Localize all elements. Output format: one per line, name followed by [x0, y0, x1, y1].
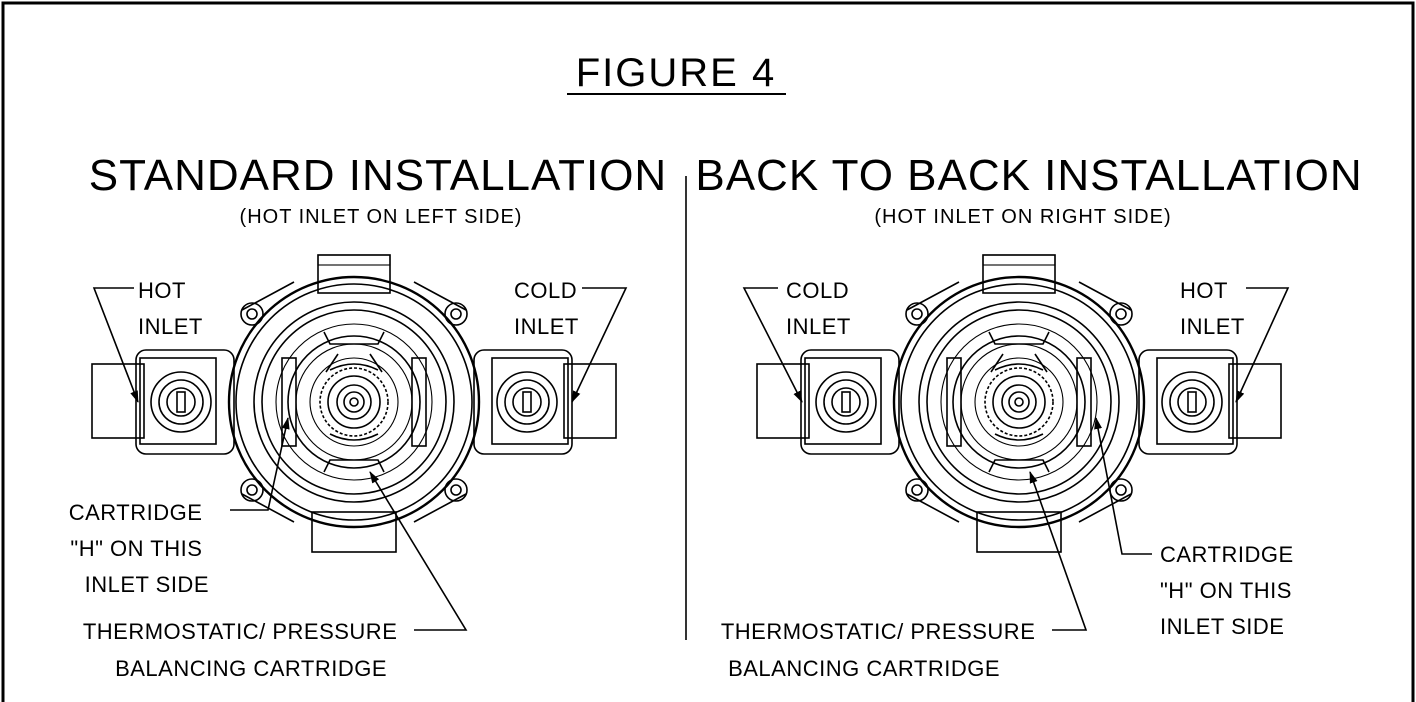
right-hot-line1: HOT: [1180, 278, 1228, 303]
right-cartridge-line1: THERMOSTATIC/ PRESSURE: [721, 619, 1036, 644]
right-cartridge-leader: [1029, 471, 1088, 631]
right-cold-leader: [742, 287, 803, 403]
right-panel: BACK TO BACK INSTALLATION (HOT INLET ON …: [695, 151, 1362, 681]
left-cold-line1: COLD: [514, 278, 577, 303]
right-hot-label: HOT INLET: [1180, 278, 1245, 339]
right-heading: BACK TO BACK INSTALLATION: [695, 151, 1362, 200]
left-cold-label: COLD INLET: [514, 278, 584, 339]
left-hot-label: HOT INLET: [138, 278, 203, 339]
right-side-line1: CARTRIDGE: [1160, 542, 1294, 567]
left-side-leader: [230, 417, 290, 511]
left-cartridge-leader: [369, 471, 468, 631]
left-cartridge-line1: THERMOSTATIC/ PRESSURE: [83, 619, 398, 644]
right-cartridge-line2: BALANCING CARTRIDGE: [728, 656, 1000, 681]
right-hot-line2: INLET: [1180, 314, 1245, 339]
left-hot-leader: [92, 287, 139, 403]
left-panel: STANDARD INSTALLATION (HOT INLET ON LEFT…: [69, 151, 667, 681]
right-cold-line2: INLET: [786, 314, 851, 339]
left-hot-line1: HOT: [138, 278, 186, 303]
figure-title: FIGURE 4: [576, 51, 776, 95]
left-cartridge-line2: BALANCING CARTRIDGE: [115, 656, 387, 681]
left-heading: STANDARD INSTALLATION: [89, 151, 667, 200]
left-side-line2: "H" ON THIS: [70, 536, 202, 561]
left-cartridge-label: THERMOSTATIC/ PRESSURE BALANCING CARTRID…: [83, 619, 404, 681]
left-subheading: (HOT INLET ON LEFT SIDE): [240, 206, 523, 228]
right-side-line2: "H" ON THIS: [1160, 578, 1292, 603]
right-subheading: (HOT INLET ON RIGHT SIDE): [874, 206, 1171, 228]
right-cold-label: COLD INLET: [786, 278, 856, 339]
right-cold-line1: COLD: [786, 278, 849, 303]
right-side-line3: INLET SIDE: [1160, 614, 1284, 639]
left-side-label: CARTRIDGE "H" ON THIS INLET SIDE: [69, 500, 209, 597]
left-hot-line2: INLET: [138, 314, 203, 339]
right-cartridge-label: THERMOSTATIC/ PRESSURE BALANCING CARTRID…: [721, 619, 1042, 681]
left-side-line3: INLET SIDE: [85, 572, 209, 597]
right-side-label: CARTRIDGE "H" ON THIS INLET SIDE: [1160, 542, 1300, 639]
left-cold-line2: INLET: [514, 314, 579, 339]
left-side-line1: CARTRIDGE: [69, 500, 203, 525]
right-hot-leader: [1235, 287, 1290, 403]
left-cold-leader: [571, 287, 628, 403]
right-side-leader: [1094, 417, 1152, 555]
